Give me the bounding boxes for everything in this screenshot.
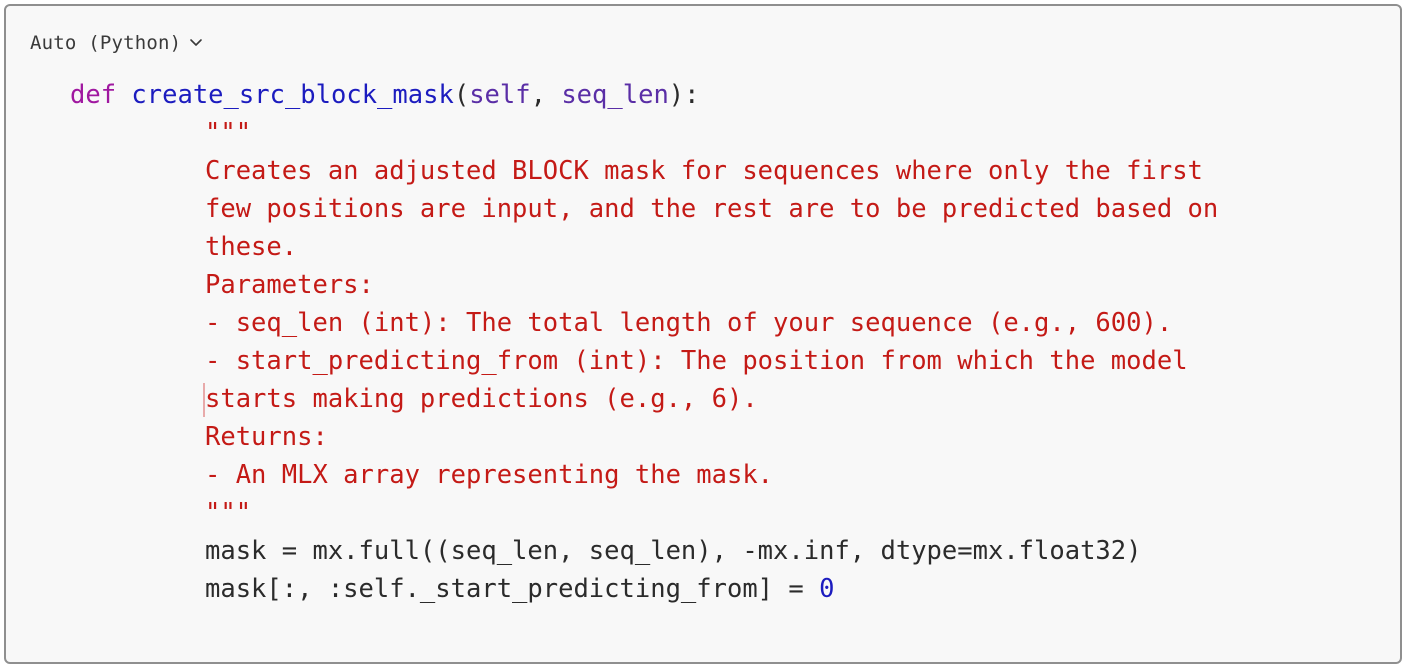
chevron-down-icon	[189, 38, 203, 48]
param-seq-len: seq_len	[561, 80, 669, 110]
docstring-line: Returns:	[205, 422, 328, 452]
docstring-line: - seq_len (int): The total length of you…	[205, 308, 1173, 338]
text-cursor	[203, 383, 205, 417]
code-block: Auto (Python) def create_src_block_mask(…	[4, 4, 1402, 664]
close-paren-colon: ):	[668, 80, 700, 110]
assign-value: 0	[819, 574, 835, 604]
param-comma: ,	[530, 80, 562, 110]
docstring-line: - An MLX array representing the mask.	[205, 460, 774, 490]
docstring-line-text: starts making predictions (e.g., 6).	[205, 384, 758, 414]
function-name: create_src_block_mask	[131, 80, 454, 110]
language-selector-label: Auto (Python)	[30, 32, 182, 54]
docstring-line: few positions are input, and the rest ar…	[205, 194, 1219, 224]
param-self: self	[469, 80, 531, 110]
code-line-def: def create_src_block_mask(self, seq_len)…	[70, 76, 1218, 114]
language-selector[interactable]: Auto (Python)	[30, 28, 203, 58]
docstring-line: Parameters:	[205, 270, 374, 300]
docstring-line: these.	[205, 232, 298, 262]
docstring-line: """	[205, 498, 252, 528]
code-line-assign: mask[:, :self._start_predicting_from] = …	[70, 570, 1218, 608]
docstring-line: Creates an adjusted BLOCK mask for seque…	[205, 156, 1203, 186]
code-line-mask: mask = mx.full((seq_len, seq_len), -mx.i…	[205, 536, 1142, 566]
docstring-line: - start_predicting_from (int): The posit…	[205, 346, 1188, 376]
def-keyword: def	[70, 80, 117, 110]
code-editor[interactable]: def create_src_block_mask(self, seq_len)…	[70, 76, 1218, 608]
assign-code: mask[:, :self._start_predicting_from] =	[205, 574, 820, 604]
docstring-line: """	[205, 118, 252, 148]
docstring-line-with-cursor: starts making predictions (e.g., 6).	[70, 380, 1218, 418]
open-paren: (	[453, 80, 470, 110]
